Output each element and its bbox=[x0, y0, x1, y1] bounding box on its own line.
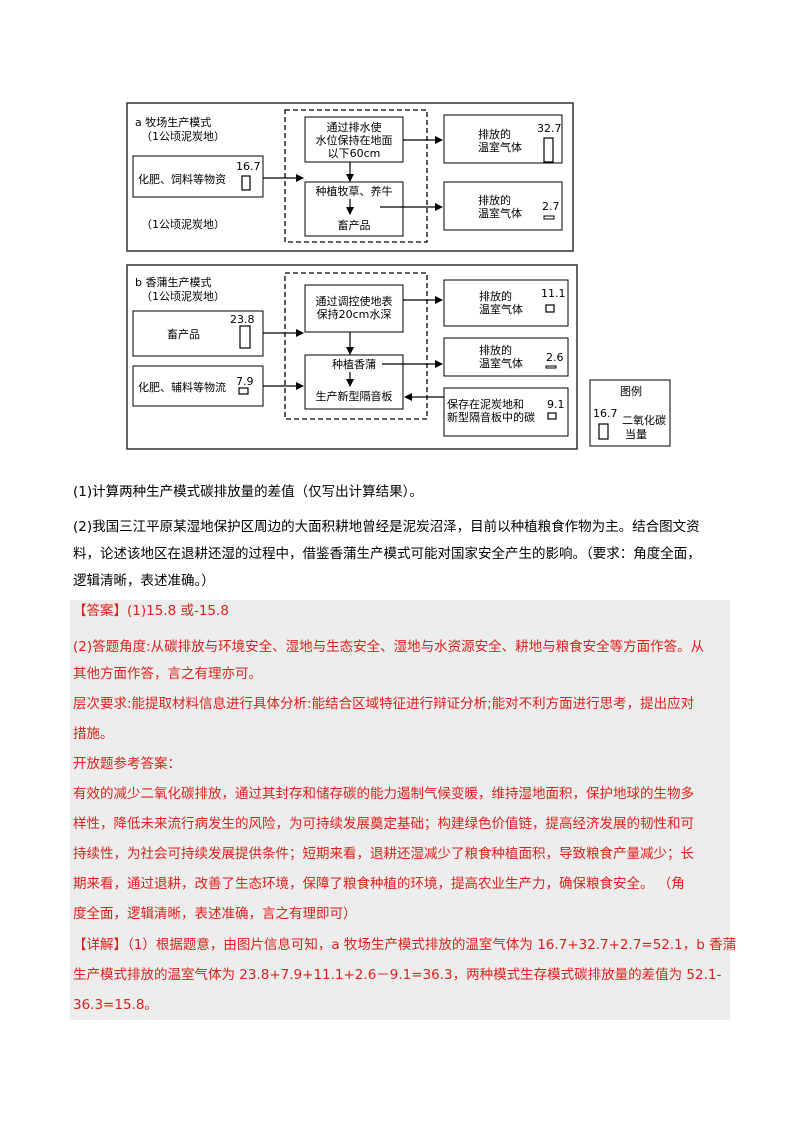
a-step2-box bbox=[304, 181, 404, 237]
answer-part2-line1: (2)答题角度:从碳排放与环境安全、湿地与生态安全、湿地与水资源安全、耕地与粮食… bbox=[73, 639, 705, 655]
answer-levels-line1: 层次要求:能提取材料信息进行具体分析:能结合区域特征进行辩证分析;能对不利方面进… bbox=[73, 696, 695, 712]
a-out1-bar bbox=[543, 137, 554, 163]
a-step1-line2: 水位保持在地面 bbox=[315, 134, 393, 147]
b-subtitle: （1公顷泥炭地） bbox=[141, 290, 225, 303]
a-bottom-note: （1公顷泥炭地） bbox=[141, 218, 225, 231]
b-out1-line2: 温室气体 bbox=[479, 303, 523, 316]
b-step3-label: 生产新型隔音板 bbox=[315, 390, 393, 403]
answer-open-line5: 度全面，逻辑清晰，表述准确，言之有理即可） bbox=[73, 906, 357, 922]
a-input-box bbox=[132, 155, 264, 198]
b-step2-label: 种植香蒲 bbox=[332, 358, 376, 371]
b-out1-bar bbox=[545, 304, 555, 313]
answer-part2-line2: 其他方面作答，言之有理亦可。 bbox=[73, 666, 262, 682]
b-input2-label: 化肥、辅料等物流 bbox=[138, 381, 226, 394]
a-input-value: 16.7 bbox=[236, 160, 261, 173]
diagram-lines bbox=[126, 102, 671, 450]
answer-open-line4: 期来看，通过退耕，改善了生态环境，保障了粮食种植的环境，提高农业生产力，确保粮食… bbox=[73, 876, 685, 892]
b-input1-value: 23.8 bbox=[230, 313, 255, 326]
legend-label-line2: 当量 bbox=[625, 428, 647, 441]
b-out2-line1: 排放的 bbox=[479, 344, 512, 357]
a-step1-line1: 通过排水使 bbox=[326, 121, 382, 134]
a-out1-line2: 温室气体 bbox=[478, 141, 522, 154]
b-input2-value: 7.9 bbox=[236, 375, 254, 388]
answer-open-line3: 持续性，为社会可持续发展提供条件；短期来看，退耕还湿减少了粮食种植面积，导致粮食… bbox=[73, 846, 694, 862]
b-input1-label: 畜产品 bbox=[167, 328, 200, 341]
answer-detail-line1: 【详解】（1）根据题意，由图片信息可知，a 牧场生产模式排放的温室气体为 16.… bbox=[73, 937, 737, 953]
carbon-flow-diagram: a 牧场生产模式 （1公顷泥炭地） 化肥、饲料等物资 16.7 通过排水使 水位… bbox=[0, 0, 800, 460]
answer-open-title: 开放题参考答案： bbox=[73, 756, 181, 772]
question-1: (1)计算两种生产模式碳排放量的差值（仅写出计算结果）。 bbox=[73, 484, 423, 500]
b-out2-box bbox=[443, 337, 569, 377]
question-2-line1: (2)我国三江平原某湿地保护区周边的大面积耕地曾经是泥炭沼泽，目前以种植粮食作物… bbox=[73, 519, 700, 535]
b-out3-line1: 保存在泥炭地和 bbox=[447, 398, 524, 411]
b-out2-line2: 温室气体 bbox=[479, 357, 523, 370]
b-out2-bar bbox=[545, 365, 557, 369]
answer-detail-line3: 36.3=15.8。 bbox=[73, 997, 158, 1013]
legend-box bbox=[589, 379, 671, 447]
question-2-line3: 逻辑清晰，表述准确。） bbox=[73, 573, 215, 589]
b-out3-line2: 新型隔音板中的碳 bbox=[447, 411, 535, 424]
b-input1-bar bbox=[239, 325, 251, 349]
b-step1-box bbox=[304, 284, 404, 333]
a-subtitle: （1公顷泥炭地） bbox=[141, 130, 225, 143]
panel-a-dashed-zone bbox=[284, 109, 428, 243]
b-step1-line1: 通过调控使地表 bbox=[315, 295, 393, 308]
a-step1-line3: 以下60cm bbox=[327, 147, 381, 160]
b-out3-value: 9.1 bbox=[547, 398, 565, 411]
answer-levels-line2: 措施。 bbox=[73, 726, 114, 742]
b-input2-bar bbox=[238, 387, 249, 395]
answer-open-line1: 有效的减少二氧化碳排放，通过其封存和储存碳的能力遏制气候变暖，维持湿地面积，保护… bbox=[73, 786, 694, 802]
a-title: a 牧场生产模式 bbox=[135, 116, 212, 129]
a-step2-label: 种植牧草、养牛 bbox=[315, 185, 393, 198]
b-out3-bar bbox=[547, 412, 557, 420]
b-step2-box bbox=[304, 354, 404, 410]
a-out2-bar bbox=[543, 215, 555, 220]
panel-a-frame bbox=[126, 102, 574, 252]
answer-detail-line2: 生产模式排放的温室气体为 23.8+7.9+11.1+2.6－9.1=36.3，… bbox=[73, 967, 722, 983]
b-out1-box bbox=[443, 279, 569, 327]
a-out1-line1: 排放的 bbox=[478, 128, 511, 141]
b-out3-box bbox=[443, 387, 569, 437]
a-input-label: 化肥、饲料等物资 bbox=[138, 173, 226, 186]
a-out1-value: 32.7 bbox=[537, 122, 562, 135]
a-out2-line2: 温室气体 bbox=[478, 207, 522, 220]
legend-value: 16.7 bbox=[593, 407, 618, 420]
panel-b-frame bbox=[126, 264, 578, 450]
a-input-bar bbox=[241, 175, 251, 191]
legend-bar bbox=[598, 423, 609, 440]
b-out2-value: 2.6 bbox=[546, 351, 564, 364]
a-out2-box bbox=[443, 181, 563, 231]
a-step3-label: 畜产品 bbox=[337, 219, 371, 232]
a-out1-box bbox=[443, 114, 563, 164]
b-out1-line1: 排放的 bbox=[479, 290, 512, 303]
a-out2-value: 2.7 bbox=[542, 200, 560, 213]
legend-label-line1: 二氧化碳 bbox=[622, 414, 666, 427]
question-2-line2: 料，论述该地区在退耕还湿的过程中，借鉴香蒲生产模式可能对国家安全产生的影响。（要… bbox=[73, 546, 701, 562]
answer-section-background bbox=[70, 600, 730, 1020]
legend-title: 图例 bbox=[620, 385, 642, 398]
answer-part1: 【答案】(1)15.8 或-15.8 bbox=[73, 603, 229, 619]
a-out2-line1: 排放的 bbox=[478, 194, 511, 207]
b-out1-value: 11.1 bbox=[541, 287, 566, 300]
b-step1-line2: 保持20cm水深 bbox=[316, 308, 392, 321]
answer-open-line2: 样性，降低未来流行病发生的风险，为可持续发展奠定基础；构建绿色价值链，提高经济发… bbox=[73, 816, 694, 832]
b-title: b 香蒲生产模式 bbox=[135, 276, 212, 289]
